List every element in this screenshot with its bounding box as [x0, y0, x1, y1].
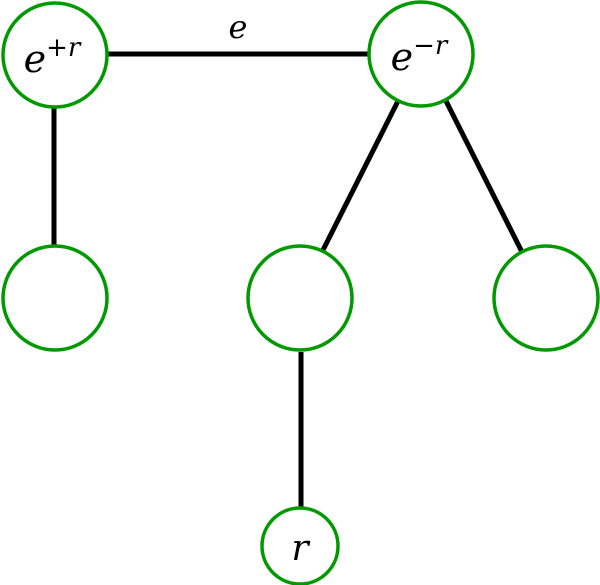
node-label-base: r [291, 528, 310, 569]
node-label-sup: −r [413, 31, 449, 61]
node-circle [492, 244, 600, 352]
svg-text:e−r: e−r [391, 31, 449, 79]
node-circle [1, 1, 109, 109]
node-leaf-right [492, 244, 600, 352]
node-mid [246, 244, 354, 352]
edge-minus-leaf-right [443, 99, 525, 254]
node-label-base: e [24, 37, 47, 81]
edge-minus-mid [320, 99, 401, 252]
node-leaf-left [1, 244, 109, 352]
node-circle [367, 0, 475, 108]
node-label-sup: +r [46, 33, 82, 63]
node-circle [246, 244, 354, 352]
edge-label-e: e [229, 8, 248, 46]
svg-text:e+r: e+r [24, 33, 82, 81]
node-label-base: e [391, 35, 414, 79]
node-e-minus-r: e−r [367, 0, 475, 108]
node-r: r [260, 506, 340, 585]
node-circle [1, 244, 109, 352]
node-e-plus-r: e+r [1, 1, 109, 109]
node-circle [260, 506, 340, 585]
